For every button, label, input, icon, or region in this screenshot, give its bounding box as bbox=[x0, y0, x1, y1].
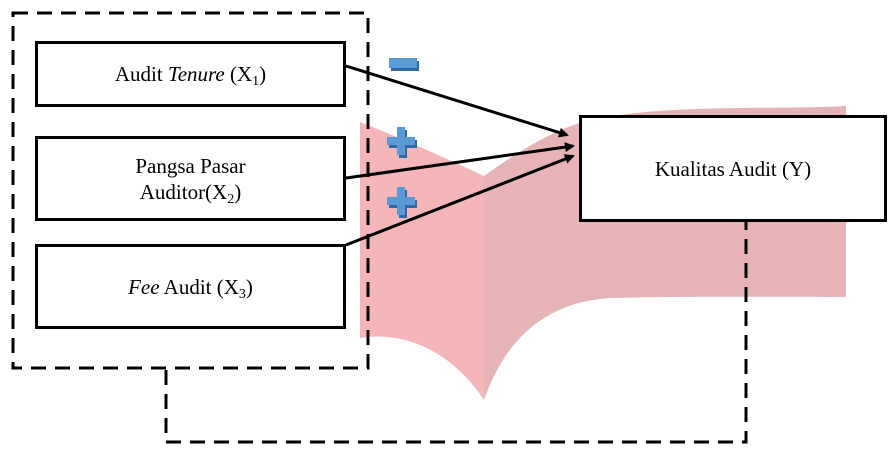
variable-box-market-share: Pangsa Pasar Auditor(X2) bbox=[35, 136, 346, 221]
arrow-x3-to-y bbox=[345, 154, 575, 247]
arrow-x1-to-y bbox=[345, 64, 569, 138]
independent-variables-group bbox=[11, 11, 370, 370]
book-left-page bbox=[360, 122, 484, 400]
dependent-variable-label: Kualitas Audit (Y) bbox=[654, 156, 812, 181]
variable-label: Fee Audit (X3) bbox=[128, 274, 253, 302]
plus-sign-icon bbox=[387, 127, 417, 158]
variable-label-line-2: Auditor(X2) bbox=[139, 179, 242, 207]
variable-box-audit-fee: Fee Audit (X3) bbox=[35, 244, 346, 329]
minus-sign-icon bbox=[389, 58, 419, 71]
variable-box-audit-tenure: Audit Tenure (X1) bbox=[35, 41, 346, 107]
plus-sign-icon bbox=[387, 187, 417, 218]
variable-label-line-1: Pangsa Pasar bbox=[135, 153, 246, 178]
variable-label: Audit Tenure (X1) bbox=[114, 62, 267, 89]
arrow-x2-to-y bbox=[345, 142, 575, 180]
feedback-connector bbox=[164, 208, 748, 444]
variable-box-audit-quality: Kualitas Audit (Y) bbox=[579, 115, 887, 222]
